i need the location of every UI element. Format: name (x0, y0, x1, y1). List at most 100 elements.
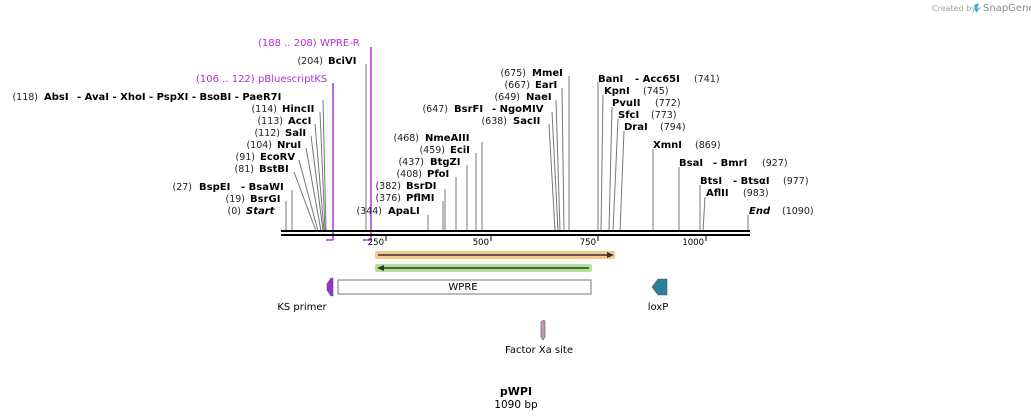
enzyme-pos-nmeaiii: (468) (393, 133, 419, 144)
enzyme-labels: (0) Start (19) BsrGI (27) BspEI - BsaWI … (12, 56, 562, 217)
enzyme-name-mmei: MmeI (532, 68, 563, 79)
credit-brand: SnapGene (983, 3, 1031, 14)
cut-line-acci (314, 123, 325, 232)
enzyme-pos-pfoi: (408) (396, 169, 422, 180)
enzyme-name-end: End (749, 206, 771, 217)
enzyme-pos-ecorv: (91) (235, 152, 255, 163)
enzyme-pos-ecii: (459) (419, 145, 445, 156)
enzyme-pos-start: (0) (228, 206, 241, 217)
credit-prefix: Created by (932, 4, 976, 13)
enzyme-name-bsrdi: BsrDI (406, 181, 437, 192)
enzyme-name-sali: SalI (285, 128, 306, 139)
primer-name-pbluescriptks: pBluescriptKS (258, 74, 327, 85)
enzyme-name-btgzi: BtgZI (430, 157, 461, 168)
cut-line-drai (619, 130, 625, 232)
enzyme-name-hincii: HincII (282, 104, 314, 115)
cut-line-bstbi (293, 171, 317, 232)
cut-line-ecorv (298, 159, 319, 232)
enzyme-name-absi: AbsI (44, 92, 69, 103)
enzyme-name-nmeaiii: NmeAIII (425, 133, 469, 144)
enzyme-extra-bsai: - BmrI (713, 158, 747, 169)
enzyme-name-btsi: BtsI (700, 176, 722, 187)
enzyme-pos-eari: (667) (504, 80, 530, 91)
enzyme-pos-naei: (649) (494, 92, 520, 103)
scale-label-500: 500 (473, 238, 489, 248)
feature-factor-xa-label: Factor Xa site (505, 345, 573, 356)
cut-line-bsrfi (551, 111, 559, 232)
enzyme-pos-sfci: (773) (651, 110, 677, 121)
enzyme-name-sfci: SfcI (618, 110, 639, 121)
enzyme-pos-nrui: (104) (246, 140, 272, 151)
ks-primer-marker-icon[interactable] (326, 277, 334, 297)
enzyme-extra-btsi: - BtsαI (733, 176, 770, 187)
enzyme-name-drai: DraI (624, 122, 648, 133)
scale-label-250: 250 (368, 238, 384, 248)
enzyme-pos-sali: (112) (254, 128, 280, 139)
cut-line-naei (555, 99, 561, 232)
enzyme-pos-aflii: (983) (743, 188, 769, 199)
feature-wpre-box[interactable] (337, 279, 592, 295)
enzyme-name-ecorv: EcoRV (260, 152, 295, 163)
primer-range-pbluescriptks: (106 .. 122) (196, 74, 255, 85)
factor-xa-site-marker-icon[interactable] (540, 319, 546, 341)
plasmid-name: pWPI (500, 385, 532, 398)
enzyme-pos-mmei: (675) (500, 68, 526, 79)
enzyme-name-bspei: BspEI (199, 182, 230, 193)
primer-name-wpre-r: WPRE-R (320, 38, 360, 49)
enzyme-pos-bspei: (27) (172, 182, 192, 193)
enzyme-pos-pflmi: (376) (375, 193, 401, 204)
feature-track: WPRE KS primer loxP Factor Xa site (277, 277, 669, 356)
enzyme-name-bsai: BsaI (679, 158, 703, 169)
enzyme-pos-sacii: (638) (481, 116, 507, 127)
enzyme-pos-bani: (741) (694, 74, 720, 85)
cut-line-hincii (319, 111, 326, 232)
enzyme-name-acci: AccI (288, 116, 311, 127)
enzyme-name-bcivi: BciVI (328, 56, 356, 67)
enzyme-pos-bstbi: (81) (234, 164, 254, 175)
sequence-backbone: 250 500 750 1000 (281, 230, 750, 248)
cut-line-aflii (702, 196, 706, 232)
cut-line-kpni (600, 94, 604, 232)
enzyme-pos-apali: (344) (356, 206, 382, 217)
enzyme-extra-bani: - Acc65I (635, 74, 680, 85)
enzyme-extra-bsrfi: - NgoMIV (492, 104, 544, 115)
enzyme-name-aflii: AflII (706, 188, 729, 199)
enzyme-pos-bsrdi: (382) (375, 181, 401, 192)
enzyme-pos-drai: (794) (660, 122, 686, 133)
backbone-top-strand (281, 230, 750, 232)
enzyme-name-apali: ApaLI (388, 206, 420, 217)
enzyme-name-bstbi: BstBI (259, 164, 289, 175)
enzyme-pos-hincii: (114) (251, 104, 277, 115)
cut-line-pvuii (608, 106, 613, 232)
enzyme-pos-bsrfi: (647) (422, 104, 448, 115)
map-title: pWPI 1090 bp (494, 385, 538, 411)
enzyme-cut-lines (285, 64, 749, 232)
enzyme-name-bsrfi: BsrFI (454, 104, 483, 115)
feature-loxp-label: loxP (648, 302, 669, 313)
orf-orange-arrow-icon (607, 252, 614, 258)
enzyme-name-pvuii: PvuII (612, 98, 640, 109)
enzyme-name-bsrgi: BsrGI (250, 194, 280, 205)
orf-arrows (375, 251, 615, 272)
loxp-arrow-icon[interactable] (651, 278, 668, 296)
enzyme-name-sacii: SacII (513, 116, 540, 127)
enzyme-extra-bspei: - BsaWI (241, 182, 284, 193)
cut-line-nrui (305, 147, 322, 232)
feature-wpre-label: WPRE (448, 282, 477, 293)
snapgene-logo-icon (974, 3, 981, 13)
backbone-bottom-strand (281, 234, 750, 236)
enzyme-pos-absi: (118) (12, 92, 38, 103)
snapgene-credit: Created by SnapGene (932, 3, 1031, 14)
cut-line-sfci (612, 118, 619, 232)
enzyme-extra-absi: - AvaI - XhoI - PspXI - BsoBI - PaeR7I (77, 92, 281, 103)
plasmid-length: 1090 bp (494, 399, 538, 411)
enzyme-name-pflmi: PflMI (406, 193, 434, 204)
enzyme-name-naei: NaeI (526, 92, 552, 103)
enzyme-name-pfoi: PfoI (427, 169, 449, 180)
enzyme-pos-bsai: (927) (762, 158, 788, 169)
primer-annotations: (188 .. 208) WPRE-R (106 .. 122) pBluesc… (196, 38, 372, 241)
cut-line-sali (310, 135, 324, 232)
enzyme-pos-pvuii: (772) (655, 98, 681, 109)
enzyme-labels-right: BanI - Acc65I (741) KpnI (745) PvuII (77… (598, 74, 814, 217)
